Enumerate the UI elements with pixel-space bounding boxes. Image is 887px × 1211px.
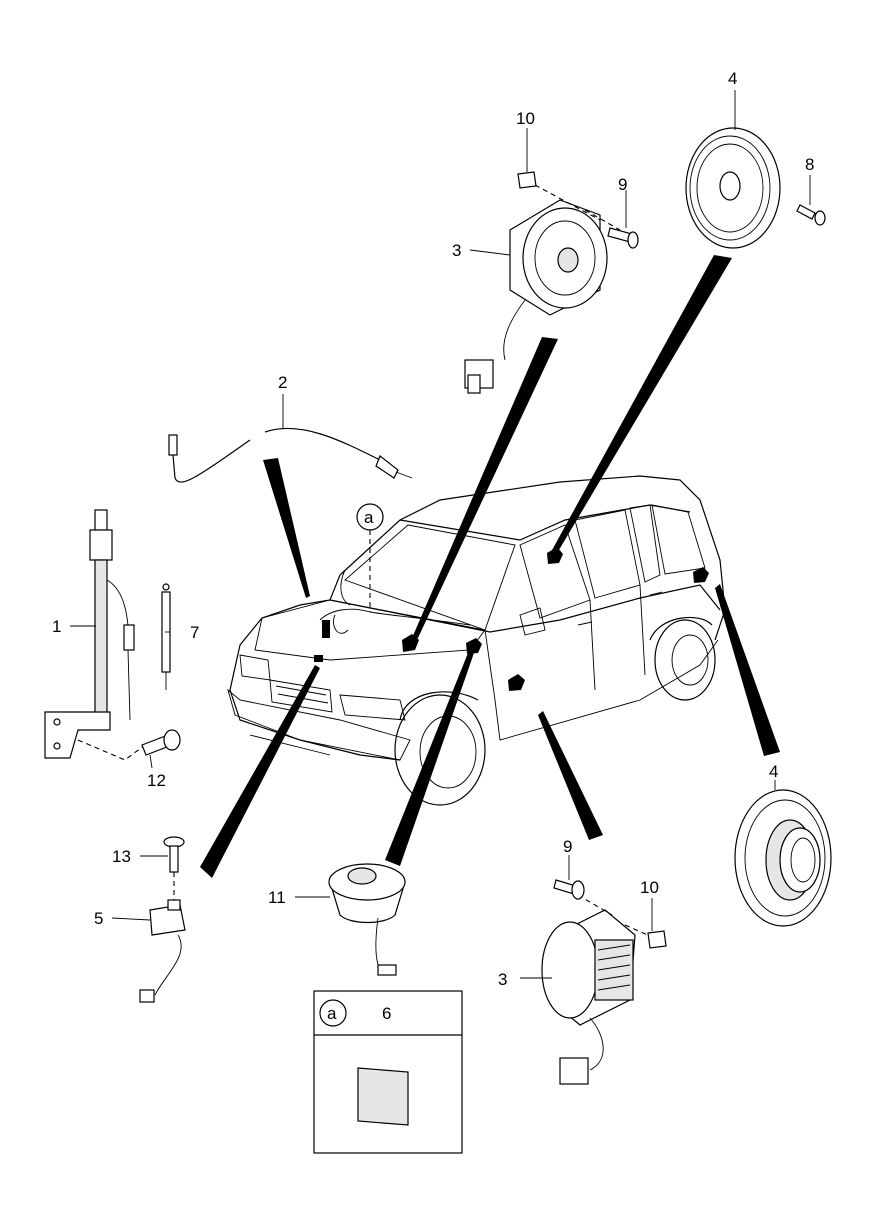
callout-10-bottom: 10 <box>640 878 659 897</box>
speaker-11-part <box>328 863 406 976</box>
marker-a-car-label: a <box>364 508 374 527</box>
screw-9-top-part <box>607 227 639 249</box>
sensor-5-part <box>139 899 186 1003</box>
marker-a-box-label: a <box>327 1004 337 1023</box>
bolt-13-part <box>163 836 185 905</box>
callout-5: 5 <box>94 909 103 928</box>
speaker-3-bottom-part <box>541 894 651 1085</box>
callout-12: 12 <box>147 771 166 790</box>
callout-4-top: 4 <box>728 69 737 88</box>
speaker-4-right-part <box>734 789 832 927</box>
bolt-12-part <box>141 729 181 756</box>
callout-9-bottom: 9 <box>563 837 572 856</box>
antenna-rod-part <box>161 583 171 690</box>
marker-a-car: a <box>356 503 384 531</box>
callout-leaders <box>70 90 811 979</box>
callout-13: 13 <box>112 847 131 866</box>
callout-11: 11 <box>268 888 286 907</box>
antenna-cable-part <box>168 427 413 483</box>
screw-8-part <box>796 204 826 226</box>
inset-part-number: 6 <box>382 1004 391 1023</box>
callout-8: 8 <box>805 155 814 174</box>
callout-9-top: 9 <box>618 175 627 194</box>
antenna-mast-part <box>44 509 146 761</box>
inset-pad-part <box>357 1067 409 1126</box>
speaker-3-top-part <box>464 184 621 394</box>
callout-4-right: 4 <box>769 762 778 781</box>
clip-10-bottom-part <box>647 930 667 949</box>
callout-10-top: 10 <box>516 109 535 128</box>
callout-labels: 1 2 3 4 8 9 10 7 12 13 5 11 9 10 3 4 <box>52 69 814 989</box>
callout-7: 7 <box>190 623 199 642</box>
screw-9-bottom-part <box>553 879 585 900</box>
leader-wedges <box>200 255 780 878</box>
callout-1: 1 <box>52 617 61 636</box>
callout-2: 2 <box>278 373 287 392</box>
vehicle-outline <box>227 475 726 806</box>
callout-3-bottom: 3 <box>498 970 507 989</box>
speaker-4-top-part <box>685 127 781 249</box>
callout-3-top: 3 <box>452 241 461 260</box>
inset-box: a 6 <box>313 990 463 1154</box>
clip-10-top-part <box>517 171 537 189</box>
